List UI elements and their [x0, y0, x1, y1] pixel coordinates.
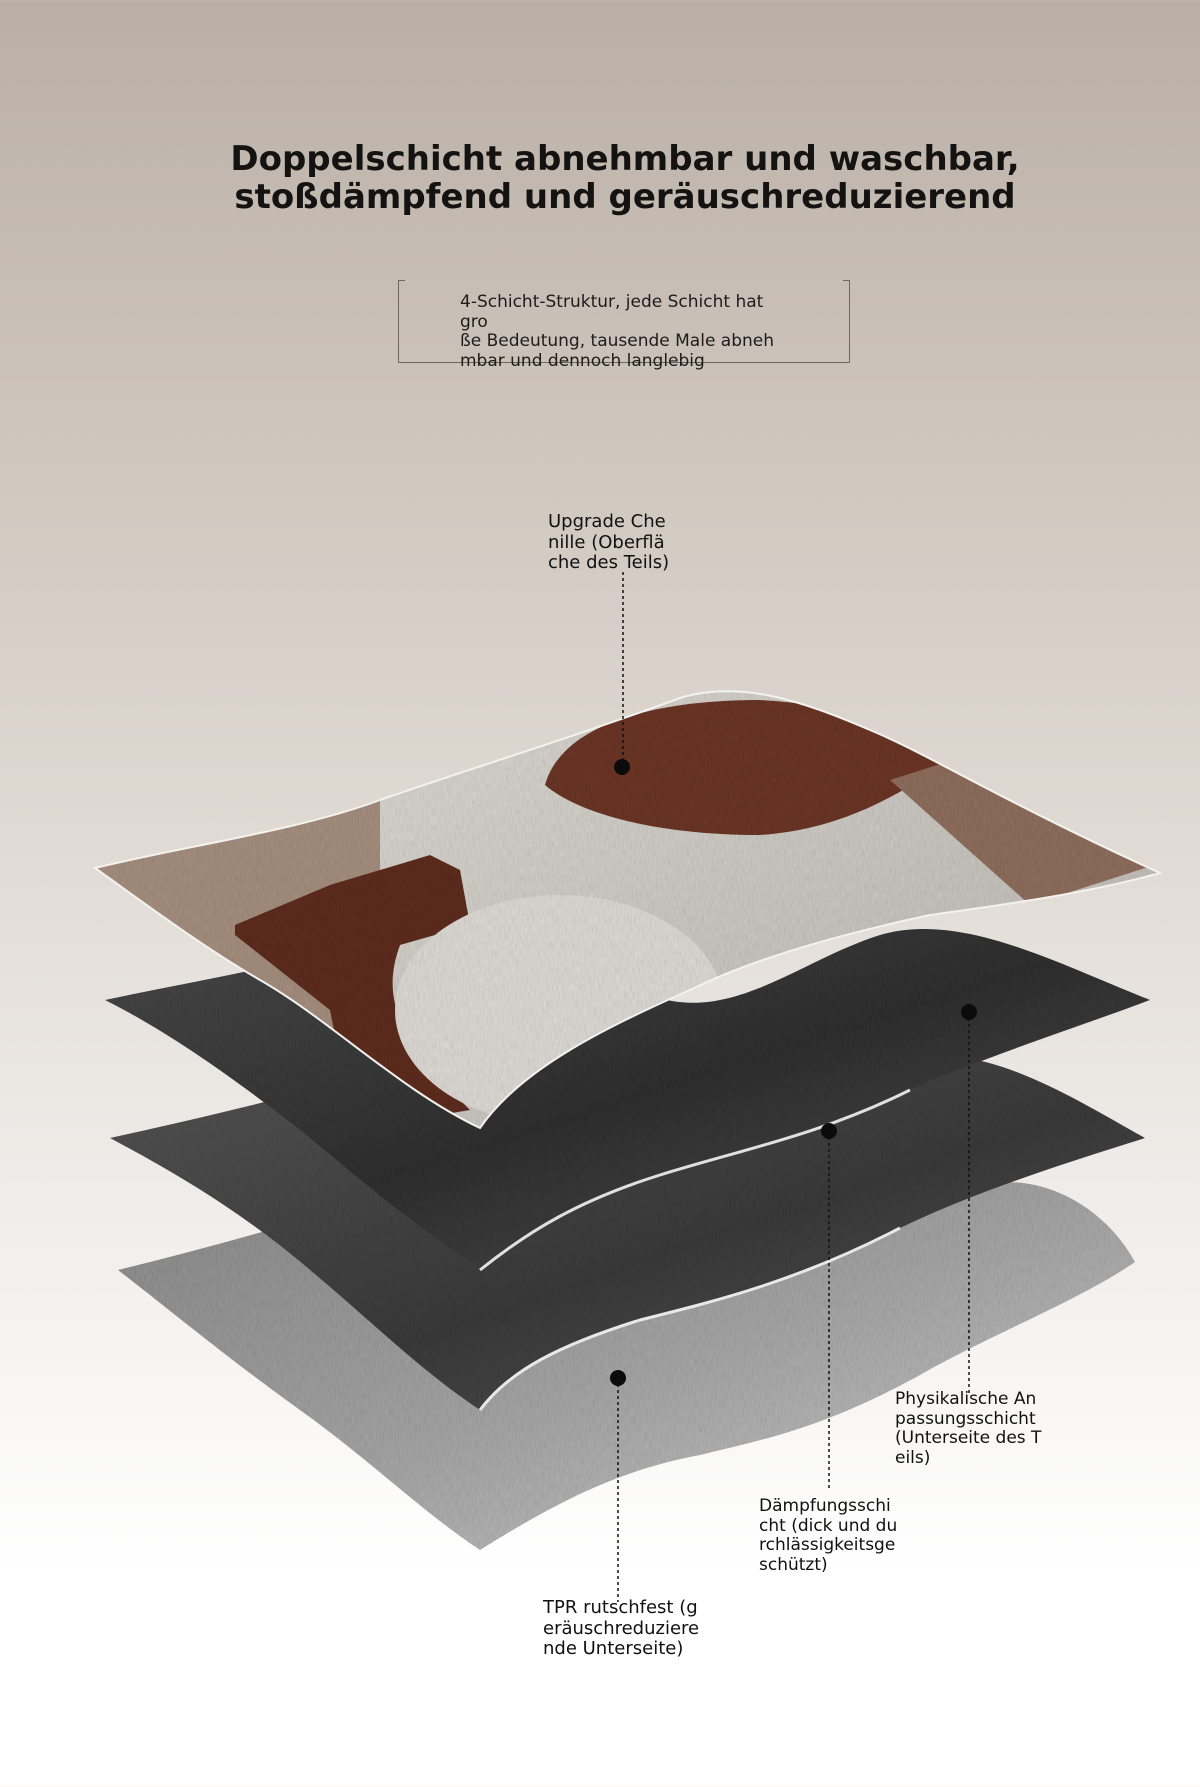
- callout-markers: [610, 572, 977, 1602]
- headline-line-1: Doppelschicht abnehmbar und waschbar,: [230, 139, 1020, 179]
- callout-label-chenille: Upgrade Che nille (Oberflä che des Teils…: [548, 511, 670, 574]
- callout-label-damping-line-2: cht (dick und du: [759, 1515, 898, 1536]
- callout-label-chenille-line-1: Upgrade Che: [548, 511, 666, 532]
- callout-label-tpr: TPR rutschfest (g eräuschreduziere nde U…: [543, 1597, 700, 1660]
- callout-label-damping-line-4: schützt): [759, 1554, 828, 1575]
- subtitle-line-1: 4-Schicht-Struktur, jede Schicht hat gro: [460, 292, 764, 332]
- callout-label-tpr-line-3: nde Unterseite): [543, 1638, 684, 1659]
- callout-label-damping-line-1: Dämpfungsschi: [759, 1496, 891, 1516]
- subtitle-line-3: mbar und dennoch langlebig: [460, 350, 705, 371]
- subtitle-text: 4-Schicht-Struktur, jede Schicht hat gro…: [460, 292, 790, 371]
- subtitle-line-2: ße Bedeutung, tausende Male abneh: [460, 331, 775, 351]
- callout-label-fit-line-3: (Unterseite des T: [895, 1428, 1042, 1448]
- callout-label-tpr-line-1: TPR rutschfest (g: [543, 1597, 698, 1618]
- callout-label-damping: Dämpfungsschi cht (dick und du rchlässig…: [759, 1496, 898, 1575]
- callout-dot-damping: [821, 1123, 837, 1139]
- callout-dot-fit: [961, 1004, 977, 1020]
- headline: Doppelschicht abnehmbar und waschbar, st…: [0, 140, 1200, 216]
- headline-line-2: stoßdämpfend und geräuschreduzierend: [234, 177, 1016, 217]
- callout-dot-tpr: [610, 1370, 626, 1386]
- callout-label-chenille-line-2: nille (Oberflä: [548, 531, 665, 553]
- callout-label-damping-line-3: rchlässigkeitsge: [759, 1535, 896, 1555]
- callout-label-fit-line-2: passungsschicht: [895, 1408, 1036, 1429]
- callout-label-fit: Physikalische An passungsschicht (Unters…: [895, 1389, 1042, 1468]
- subtitle-frame: 4-Schicht-Struktur, jede Schicht hat gro…: [398, 280, 850, 370]
- callout-label-fit-line-4: eils): [895, 1447, 931, 1468]
- callout-dot-chenille: [614, 759, 630, 775]
- callout-label-chenille-line-3: che des Teils): [548, 552, 670, 573]
- callout-label-tpr-line-2: eräuschreduziere: [543, 1617, 700, 1639]
- callout-label-fit-line-1: Physikalische An: [895, 1389, 1037, 1409]
